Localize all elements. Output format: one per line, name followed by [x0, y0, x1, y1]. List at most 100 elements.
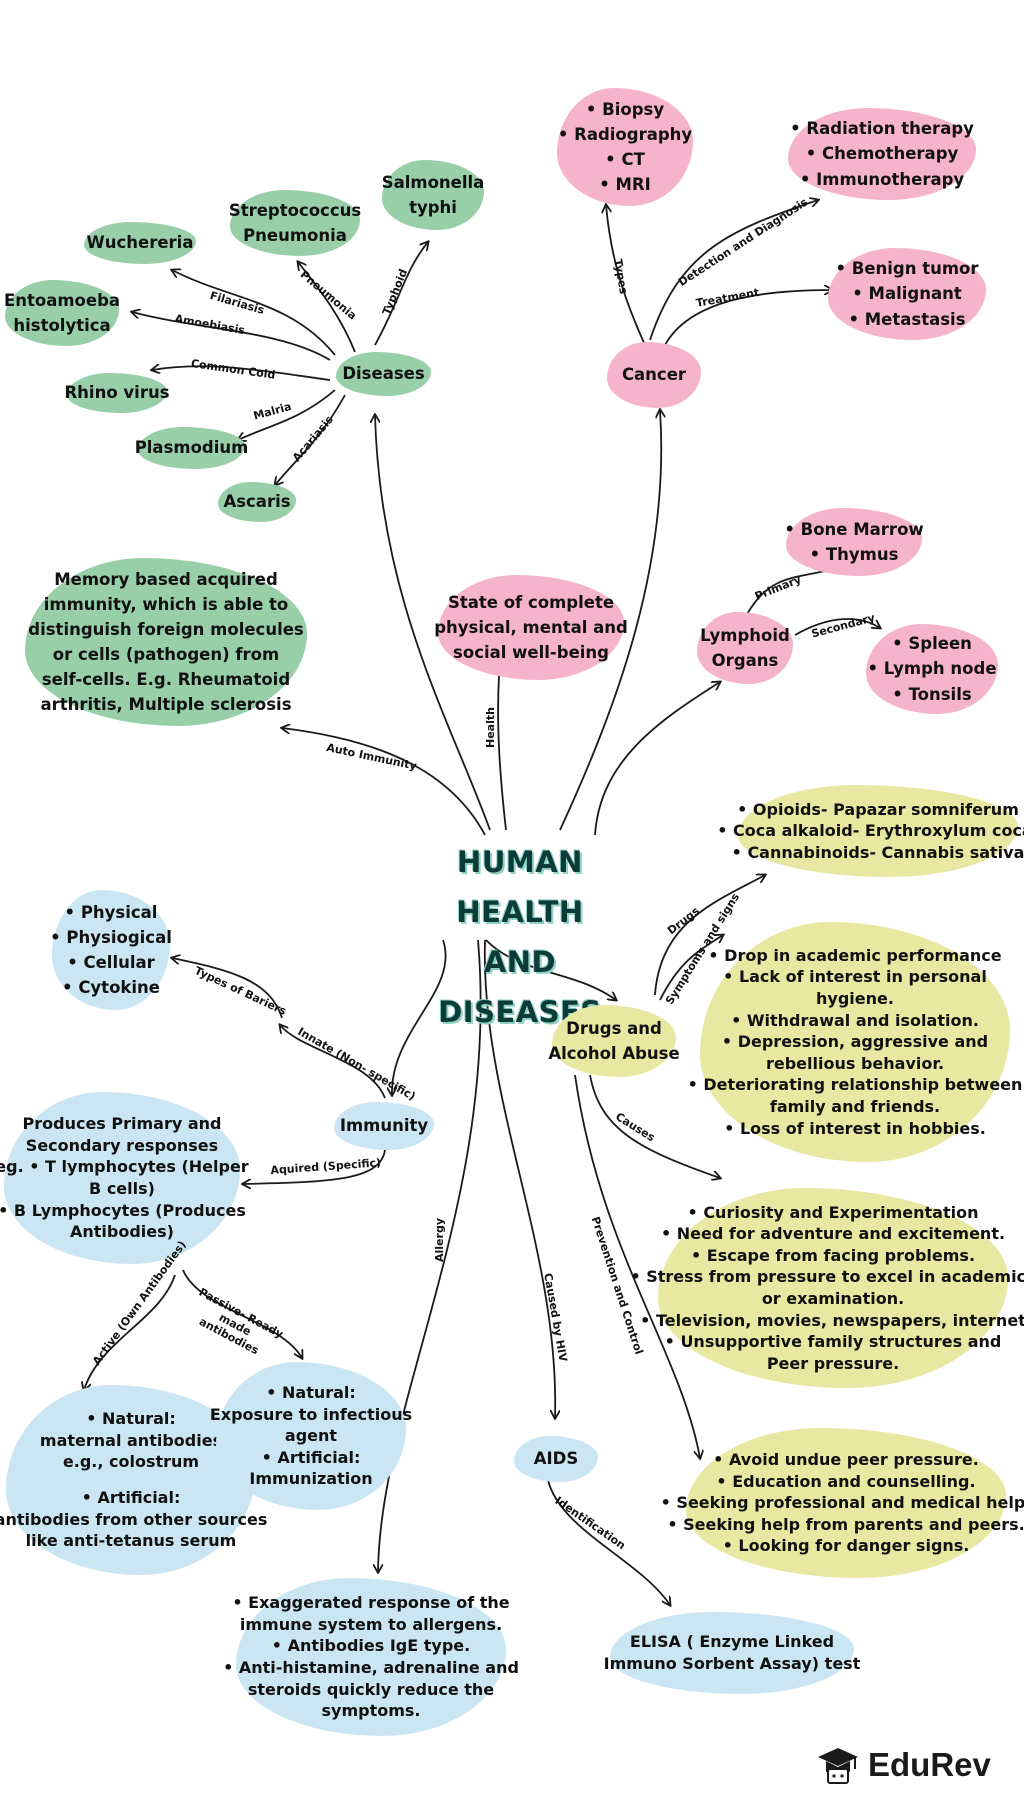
text-line: • Escape from facing problems. [690, 1245, 976, 1265]
text-line: • Avoid undue peer pressure. [713, 1450, 979, 1470]
text-line: • Radiation therapy [790, 119, 974, 139]
node-label: Plasmodium [134, 438, 249, 458]
drugs-alcohol-node: Drugs and Alcohol Abuse [548, 1005, 680, 1077]
text-line: • Seeking professional and medical help. [660, 1493, 1024, 1513]
edge-diseases-rhino [152, 366, 331, 381]
text-line: • Metastasis [848, 309, 966, 329]
edge-center-drugs [485, 939, 616, 1000]
diseases-node: Diseases [336, 352, 431, 396]
text-line: Lymphoid [700, 625, 790, 645]
edge-diseases-plasmodium [238, 389, 336, 440]
plasmodium-node: Plasmodium [135, 427, 248, 469]
text-line: Peer pressure. [766, 1353, 900, 1373]
barriers-node: • Physical • Physiogical • Cellular • Cy… [50, 890, 172, 1010]
text-line: • CT [605, 150, 645, 169]
text-line: Alcohol Abuse [548, 1044, 680, 1063]
node-label: Rhino virus [64, 383, 170, 403]
edge-acquired-passive [182, 1269, 302, 1358]
edge-diseases-ascaris [275, 394, 346, 485]
cancer-treatment-node: • Benign tumor • Malignant • Metastasis [828, 248, 986, 340]
text-line: • Coca alkaloid- Erythroxylum coca. [717, 821, 1024, 841]
text-line: • Anti-histamine, adrenaline and [223, 1658, 519, 1677]
primary-lymphoid-node: • Bone Marrow • Thymus [784, 508, 924, 576]
text-line: State of complete [447, 592, 615, 612]
text-line: • Lymph node [867, 659, 997, 679]
text-line: ELISA ( Enzyme Linked [629, 1632, 835, 1652]
text-line: immunity, which is able to [43, 594, 289, 614]
edge-immunity-acquired [243, 1139, 387, 1184]
text-line: • B Lymphocytes (Produces [0, 1200, 246, 1220]
edge-lymphoid-secondary [794, 618, 880, 636]
node-label: Cancer [621, 365, 687, 385]
text-line: Streptococcus [228, 200, 362, 220]
text-line: hygiene. [816, 989, 894, 1009]
text-line: • Withdrawal and isolation. [731, 1010, 979, 1030]
edge-center-lymphoid [594, 682, 720, 836]
text-line: • Bone Marrow [784, 519, 924, 539]
text-line: Pneumonia [243, 226, 347, 245]
edge-diseases-salmonella [374, 242, 428, 346]
text-line: • Cellular [67, 953, 155, 972]
text-line: Organs [711, 651, 779, 670]
text-line: Memory based acquired [54, 569, 278, 589]
text-line: • Natural: [86, 1409, 176, 1429]
secondary-lymphoid-node: • Spleen • Lymph node • Tonsils [866, 624, 998, 714]
ascaris-node: Ascaris [218, 482, 296, 522]
title-line-1: HUMAN HEALTH [456, 845, 584, 929]
active-immunity-node: • Natural: maternal antibodies e.g., col… [0, 1385, 267, 1575]
text-line: B cells) [89, 1179, 155, 1198]
elisa-node: ELISA ( Enzyme Linked Immuno Sorbent Ass… [604, 1612, 860, 1694]
text-line: • Exaggerated response of the [232, 1593, 510, 1613]
text-line: • Television, movies, newspapers, intern… [640, 1310, 1024, 1330]
text-line: • Curiosity and Experimentation [687, 1202, 979, 1222]
edge-drugs-causes [589, 1074, 720, 1178]
main-title: HUMAN HEALTH AND DISEASES [400, 838, 640, 1038]
text-line: • Thymus [809, 545, 899, 564]
edge-acquired-active [84, 1274, 176, 1390]
text-line: • Immunotherapy [799, 169, 965, 189]
text-line: • Opioids- Papazar somniferum [737, 799, 1019, 819]
text-line: steroids quickly reduce the [247, 1679, 495, 1699]
node-label: Wuchereria [86, 233, 194, 253]
text-line: family and friends. [769, 1096, 941, 1116]
node-label: Diseases [342, 364, 425, 384]
text-line: eg. • T lymphocytes (Helper [0, 1157, 249, 1177]
edge-immunity-innate [280, 1025, 386, 1099]
text-line: • Loss of interest in hobbies. [724, 1118, 986, 1138]
edge-drugs-list [654, 875, 765, 996]
cancer-node: Cancer [607, 342, 701, 408]
text-line: • Lack of interest in personal [723, 967, 987, 987]
text-line: • Artificial: [261, 1447, 361, 1467]
node-label: Immunity [339, 1116, 429, 1136]
node-label: Ascaris [223, 492, 291, 512]
text-line: • Chemotherapy [805, 144, 959, 164]
text-line: Entoamoeba [3, 290, 121, 310]
edge-aids-identification [547, 1479, 670, 1605]
text-line: or examination. [761, 1289, 905, 1308]
edge-immunity-barriers [172, 958, 283, 1019]
text-line: Immunization [249, 1469, 373, 1489]
text-line: • Physiogical [50, 927, 172, 947]
text-line: Exposure to infectious [209, 1404, 413, 1424]
text-line: maternal antibodies [39, 1430, 223, 1450]
text-line: • Radiography [557, 124, 693, 144]
cancer-detection-node: • Radiation therapy • Chemotherapy • Imm… [788, 108, 976, 200]
lymphoid-organs-node: Lymphoid Organs [697, 612, 793, 684]
text-line: • Natural: [266, 1383, 356, 1403]
text-line: symptoms. [321, 1701, 421, 1721]
rhino-virus-node: Rhino virus [64, 373, 170, 413]
edge-center-aids [483, 939, 555, 1418]
text-line: • Unsupportive family structures and [664, 1332, 1002, 1352]
health-definition-node: State of complete physical, mental and s… [434, 575, 628, 680]
text-line: arthritis, Multiple sclerosis [40, 695, 292, 715]
allergy-node: • Exaggerated response of the immune sys… [223, 1578, 519, 1736]
text-line: Produces Primary and [22, 1114, 222, 1134]
text-line: • Cytokine [62, 978, 160, 998]
text-line: • Need for adventure and excitement. [660, 1224, 1006, 1244]
text-line: • Depression, aggressive and [721, 1032, 989, 1052]
text-line: • Antibodies IgE type. [271, 1636, 471, 1656]
node-label: AIDS [533, 1449, 579, 1469]
text-line: physical, mental and [434, 617, 628, 637]
